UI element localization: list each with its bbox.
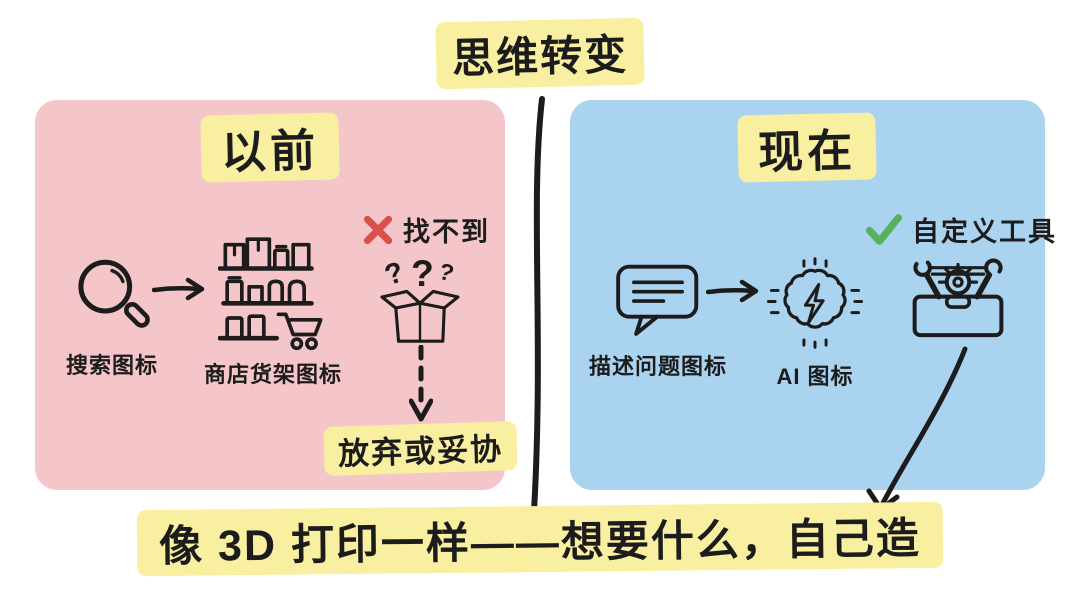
curved-arrow-icon [866,346,968,512]
search-icon [78,259,150,328]
now-panel-title: 现在 [570,112,1045,183]
now-panel: 现在 描述问题图标 AI 图标 [570,100,1055,490]
not-found-row: 找不到 [363,210,490,249]
before-panel-title: 以前 [35,112,505,183]
toolbox-icon [912,258,1004,338]
arrow-right-icon [152,277,205,301]
search-step: 搜索图标 [42,252,182,380]
svg-text:?: ? [411,252,434,294]
before-panel: 以前 搜索图标 [35,100,518,490]
ai-step: AI 图标 [755,255,875,391]
svg-text:?: ? [436,258,457,287]
dashed-arrow-down-icon [409,345,433,422]
check-icon [866,214,902,245]
x-mark-icon [363,215,393,244]
describe-problem-step-label: 描述问题图标 [588,354,727,379]
custom-tool-label: 自定义工具 [912,217,1057,247]
footer-caption: 像 3D 打印一样——想要什么，自己造 [0,501,1080,577]
speech-bubble-icon [616,264,699,336]
svg-text:?: ? [381,256,408,292]
not-found-label: 找不到 [403,217,490,247]
arrow-right-icon [706,279,759,303]
custom-tool-row: 自定义工具 [866,210,1057,249]
describe-problem-step: 描述问题图标 [578,262,738,381]
store-shelf-icon [218,237,323,351]
empty-box-question-icon: ? ? ? [380,252,460,343]
page-title: 思维转变 [0,17,1080,90]
page-title-highlight: 思维转变 [435,17,645,90]
store-shelf-step: 商店货架图标 [198,230,348,389]
outcome-text: 放弃或妥协 [300,420,540,477]
ai-step-label: AI 图标 [776,364,854,389]
store-shelf-step-label: 商店货架图标 [203,362,342,387]
ai-brain-icon [767,257,863,349]
divider-line [531,96,545,514]
search-step-label: 搜索图标 [65,353,158,378]
